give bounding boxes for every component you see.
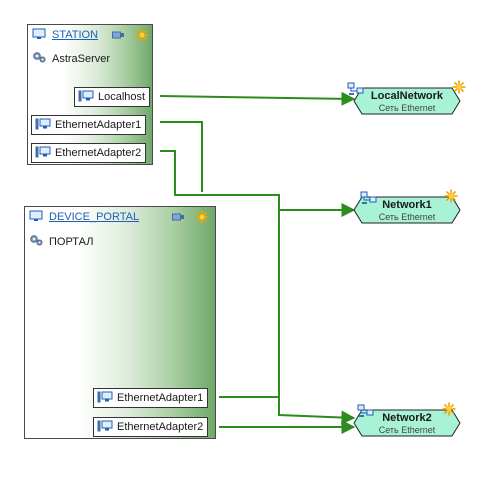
link-station-eth1 bbox=[160, 121, 203, 192]
port-label: EthernetAdapter2 bbox=[55, 147, 142, 159]
link-station-localhost-localnetwork bbox=[159, 91, 356, 106]
sun-icon bbox=[135, 28, 149, 45]
network-port-icon bbox=[35, 118, 51, 133]
network-name: LocalNetwork bbox=[370, 90, 444, 102]
device-header: STATION bbox=[32, 27, 98, 43]
network-name: Network1 bbox=[382, 199, 432, 211]
network-type: Сеть Ethernet bbox=[378, 212, 436, 222]
sun-icon bbox=[452, 80, 466, 97]
link-portal-eth1 bbox=[219, 210, 280, 398]
port-ethernet-adapter-2[interactable]: EthernetAdapter2 bbox=[31, 143, 147, 163]
network-type: Сеть Ethernet bbox=[378, 425, 436, 435]
gears-icon bbox=[32, 51, 46, 66]
network-port-icon bbox=[97, 420, 113, 435]
port-label: EthernetAdapter1 bbox=[55, 119, 142, 131]
monitor-icon bbox=[29, 210, 43, 225]
network-network2[interactable]: Network2 Сеть Ethernet bbox=[352, 402, 462, 440]
device-subtitle-row: AstraServer bbox=[32, 51, 110, 66]
device-portal[interactable]: DEVICE_PORTAL ПОРТАЛ EthernetAdapter1 Et… bbox=[24, 206, 216, 439]
device-header-icons bbox=[112, 28, 149, 45]
device-title[interactable]: STATION bbox=[52, 29, 99, 41]
port-ethernet-adapter-2[interactable]: EthernetAdapter2 bbox=[93, 417, 209, 437]
server-icon bbox=[172, 212, 185, 226]
device-subtitle: AstraServer bbox=[52, 52, 111, 65]
device-subtitle: ПОРТАЛ bbox=[49, 235, 94, 248]
device-header: DEVICE_PORTAL bbox=[29, 209, 139, 225]
network-type: Сеть Ethernet bbox=[378, 103, 436, 113]
network-local-network[interactable]: LocalNetwork Сеть Ethernet bbox=[347, 80, 466, 118]
device-header-icons bbox=[172, 210, 209, 227]
network-name: Network2 bbox=[382, 412, 432, 424]
device-station[interactable]: STATION AstraServer Localhost EthernetAd… bbox=[27, 24, 153, 165]
server-icon bbox=[112, 30, 125, 44]
network-icon bbox=[357, 404, 375, 421]
link-station-eth2-network1 bbox=[160, 150, 356, 217]
network-network1[interactable]: Network1 Сеть Ethernet bbox=[352, 189, 462, 227]
network-icon bbox=[347, 82, 365, 99]
sun-icon bbox=[195, 210, 209, 227]
link-network2-bus bbox=[278, 397, 356, 425]
network-shape bbox=[353, 409, 461, 437]
network-icon bbox=[360, 191, 378, 208]
port-ethernet-adapter-1[interactable]: EthernetAdapter1 bbox=[93, 388, 209, 408]
network-shape bbox=[353, 87, 461, 115]
network-port-icon bbox=[35, 146, 51, 161]
device-title[interactable]: DEVICE_PORTAL bbox=[49, 211, 140, 223]
sun-icon bbox=[444, 189, 458, 206]
port-label: Localhost bbox=[98, 91, 146, 103]
gears-icon bbox=[29, 234, 43, 249]
port-ethernet-adapter-1[interactable]: EthernetAdapter1 bbox=[31, 115, 147, 135]
network-port-icon bbox=[78, 90, 94, 105]
port-localhost[interactable]: Localhost bbox=[74, 87, 151, 107]
network-port-icon bbox=[97, 391, 113, 406]
port-label: EthernetAdapter1 bbox=[117, 392, 204, 404]
monitor-icon bbox=[32, 28, 46, 43]
device-subtitle-row: ПОРТАЛ bbox=[29, 234, 93, 249]
sun-icon bbox=[442, 402, 456, 419]
port-label: EthernetAdapter2 bbox=[117, 421, 204, 433]
